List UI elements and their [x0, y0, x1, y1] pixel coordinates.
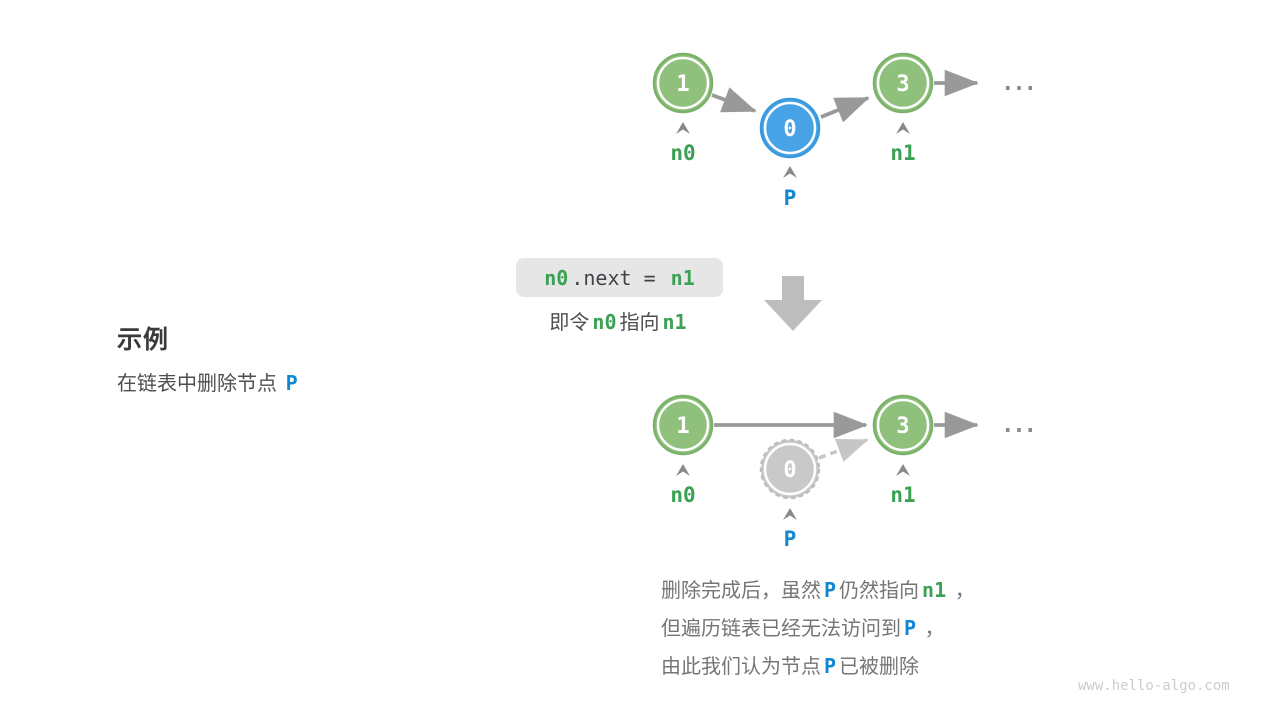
- diagram-after-deletion: 1 0 3 n0 P n1 ...: [652, 394, 1037, 551]
- node-inner-ring: [656, 398, 710, 452]
- node-inner-ring: [763, 442, 817, 496]
- code-box: n0.next = n1: [516, 258, 723, 297]
- down-arrow-shape: [764, 276, 822, 331]
- pointer-caret-icon: [676, 464, 690, 476]
- pointer-caret-icon: [896, 122, 910, 134]
- pointer-label-n0: n0: [670, 483, 695, 507]
- pointer-label-n0: n0: [670, 141, 695, 165]
- text-segment: n1: [670, 265, 695, 290]
- node-3-green: 3: [872, 394, 934, 456]
- node-circle-dashed: [759, 438, 821, 500]
- text-segment: P: [824, 578, 837, 602]
- node-inner-ring: [876, 56, 930, 110]
- text-segment: 在链表中删除节点: [117, 373, 283, 395]
- node-circle: [652, 394, 714, 456]
- pointer-label-p: P: [784, 186, 797, 210]
- text-segment: P: [904, 616, 917, 640]
- node-inner-ring: [763, 101, 817, 155]
- text-segment: 已被删除: [839, 656, 920, 678]
- node-value: 1: [676, 72, 689, 97]
- text-segment: 但遍历链表已经无法访问到: [661, 618, 901, 640]
- node-1-green: 1: [652, 394, 714, 456]
- text-segment: n1: [922, 578, 947, 602]
- text-segment: n0: [544, 265, 569, 290]
- pointer-caret-icon: [783, 166, 797, 178]
- node-circle: [652, 52, 714, 114]
- pointer-label-n1: n1: [890, 483, 915, 507]
- arrow-p-to-n1: [820, 96, 870, 123]
- text-segment: 仍然指向: [839, 580, 920, 602]
- big-down-arrow-icon: [764, 276, 822, 331]
- node-circle: [872, 394, 934, 456]
- arrow-n0-to-p: [711, 87, 757, 113]
- node-value: 3: [896, 72, 909, 97]
- text-segment: 指向: [619, 312, 660, 334]
- ellipsis-dots: ...: [1001, 71, 1035, 96]
- text-segment: P: [824, 654, 837, 678]
- node-value: 3: [896, 414, 909, 439]
- text-segment: 即令: [549, 312, 590, 334]
- node-value: 0: [783, 117, 796, 142]
- pointer-caret-icon: [676, 122, 690, 134]
- node-0-deleted-gray: 0: [759, 438, 821, 500]
- node-inner-ring: [876, 398, 930, 452]
- dashed-arrow-deleted-to-n1: [818, 438, 869, 462]
- text-segment: ，: [919, 618, 945, 640]
- node-3-green: 3: [872, 52, 934, 114]
- text-segment: P: [285, 371, 298, 395]
- node-circle: [872, 52, 934, 114]
- pointer-label-n1: n1: [890, 141, 915, 165]
- node-inner-ring: [656, 56, 710, 110]
- text-segment: 删除完成后，虽然: [661, 580, 821, 602]
- text-segment: n0: [592, 310, 617, 334]
- site-watermark: www.hello-algo.com: [1078, 678, 1230, 694]
- pointer-caret-icon: [896, 464, 910, 476]
- ellipsis-dots: ...: [1001, 413, 1035, 438]
- text-segment: .next =: [571, 265, 668, 290]
- diagram-before-deletion: 1 0 3 n0 P n1 ...: [652, 52, 1037, 210]
- pointer-label-p: P: [784, 527, 797, 551]
- text-segment: 由此我们认为节点: [661, 656, 821, 678]
- text-segment: ，: [949, 580, 975, 602]
- node-1-green: 1: [652, 52, 714, 114]
- node-0-blue: 0: [759, 97, 821, 159]
- example-heading: 示例: [117, 326, 170, 354]
- node-value: 1: [676, 414, 689, 439]
- pointer-caret-icon: [783, 508, 797, 520]
- text-segment: n1: [662, 310, 687, 334]
- example-description: 在链表中删除节点 P: [117, 367, 301, 396]
- node-value: 0: [783, 458, 796, 483]
- node-circle: [759, 97, 821, 159]
